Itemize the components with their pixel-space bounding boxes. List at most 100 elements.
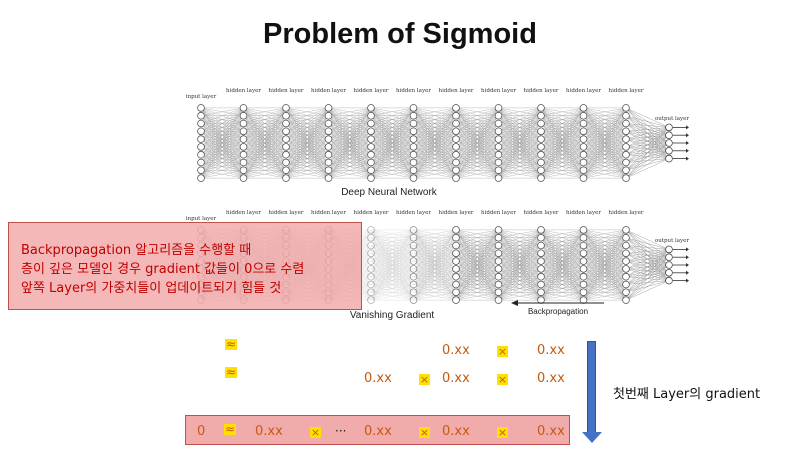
neuron-node [622, 143, 630, 151]
neuron-node [239, 104, 248, 112]
down-arrow-head-icon [582, 432, 602, 443]
multiply-symbol: × [497, 426, 508, 439]
callout-line-1: Backpropagation 알고리즘을 수행할 때 [21, 243, 252, 258]
neuron-node [494, 143, 503, 151]
output-arrow-icon [686, 263, 689, 267]
input-layer-label: input layer [186, 216, 217, 222]
neuron-node [324, 174, 333, 182]
neuron-node [409, 280, 418, 289]
neuron-node [622, 174, 630, 182]
neuron-node [622, 166, 630, 175]
down-arrow-icon [587, 341, 596, 433]
neuron-node [367, 127, 375, 136]
callout-line-2: 층이 깊은 모델인 경우 gradient 값들이 0으로 수렴 [21, 262, 305, 277]
neuron-node [282, 150, 290, 159]
neuron-node [367, 143, 375, 151]
neuron-node [367, 257, 375, 265]
multiply-symbol: × [497, 373, 508, 386]
neuron-node [622, 241, 630, 250]
neuron-node [537, 249, 545, 258]
neuron-node [409, 174, 418, 182]
zero-value: 0 [197, 424, 206, 439]
neuron-node [622, 272, 630, 281]
neuron-node [409, 265, 418, 273]
neuron-node [452, 104, 460, 112]
connection-group [370, 229, 414, 301]
neuron-node [579, 150, 588, 159]
hidden-layer-label: hidden layer [269, 210, 304, 216]
neuron-node [367, 249, 375, 258]
connection-group [583, 107, 627, 179]
connection-group [540, 229, 584, 301]
neuron-node [537, 280, 545, 289]
neuron-node [409, 127, 418, 136]
neuron-node [494, 119, 503, 128]
hidden-layer-label: hidden layer [524, 210, 559, 216]
connection-group [200, 107, 244, 179]
neuron-node [324, 166, 333, 175]
neuron-node [197, 119, 205, 128]
neuron-node [409, 288, 418, 297]
gradient-value: 0.xx [364, 424, 392, 439]
hidden-layer-label: hidden layer [226, 210, 261, 216]
neuron-node [452, 166, 460, 175]
vanishing-gradient-caption: Vanishing Gradient [350, 310, 435, 321]
neuron-node [622, 265, 630, 273]
neuron-node [239, 174, 248, 182]
approx-symbol: ≈ [225, 365, 237, 379]
neuron-node [282, 104, 290, 112]
neuron-node [537, 150, 545, 159]
hidden-layer-label: hidden layer [269, 88, 304, 94]
gradient-value: 0.xx [537, 343, 565, 358]
neuron-node [579, 233, 588, 242]
neuron-node [282, 111, 290, 120]
hidden-layer-label: hidden layer [481, 88, 516, 94]
neuron-node [579, 174, 588, 182]
neuron-node [579, 127, 588, 136]
neuron-node [494, 174, 503, 182]
neuron-node [282, 119, 290, 128]
neuron-node [239, 150, 248, 159]
neuron-node [537, 233, 545, 242]
neuron-node [239, 158, 248, 167]
first-layer-gradient-label: 첫번째 Layer의 gradient [613, 387, 761, 402]
neuron-node [239, 111, 248, 120]
neuron-node [452, 257, 460, 265]
output-neuron-node [665, 123, 673, 132]
neuron-node [452, 135, 460, 143]
output-neuron-node [665, 147, 673, 155]
neuron-node [324, 127, 333, 136]
connection-group [413, 229, 457, 301]
neuron-node [197, 174, 205, 182]
neuron-node [537, 174, 545, 182]
neuron-node [367, 272, 375, 281]
neuron-node [367, 288, 375, 297]
output-arrow-icon [686, 133, 689, 138]
neuron-node [282, 135, 290, 143]
neuron-node [409, 104, 418, 112]
neuron-node [579, 226, 588, 234]
neuron-node [282, 127, 290, 136]
neuron-node [367, 226, 375, 234]
connection-group [455, 107, 499, 179]
neuron-node [622, 288, 630, 297]
neuron-node [622, 249, 630, 258]
hidden-layer-label: hidden layer [396, 88, 431, 94]
neuron-node [452, 272, 460, 281]
neuron-node [239, 135, 248, 143]
neuron-node [197, 150, 205, 159]
callout-line-3: 앞쪽 Layer의 가중치들이 업데이트되기 힘들 것 [21, 281, 282, 296]
neuron-node [494, 272, 503, 281]
connection-group [498, 107, 542, 179]
neuron-node [282, 174, 290, 182]
neuron-node [367, 158, 375, 167]
multiply-symbol: × [419, 426, 430, 439]
neuron-node [622, 257, 630, 265]
neuron-node [452, 111, 460, 120]
hidden-layer-label: hidden layer [481, 210, 516, 216]
neuron-node [409, 249, 418, 258]
neuron-node [197, 135, 205, 143]
neuron-node [537, 111, 545, 120]
approx-symbol: ≈ [224, 422, 236, 436]
hidden-layer-label: hidden layer [396, 210, 431, 216]
